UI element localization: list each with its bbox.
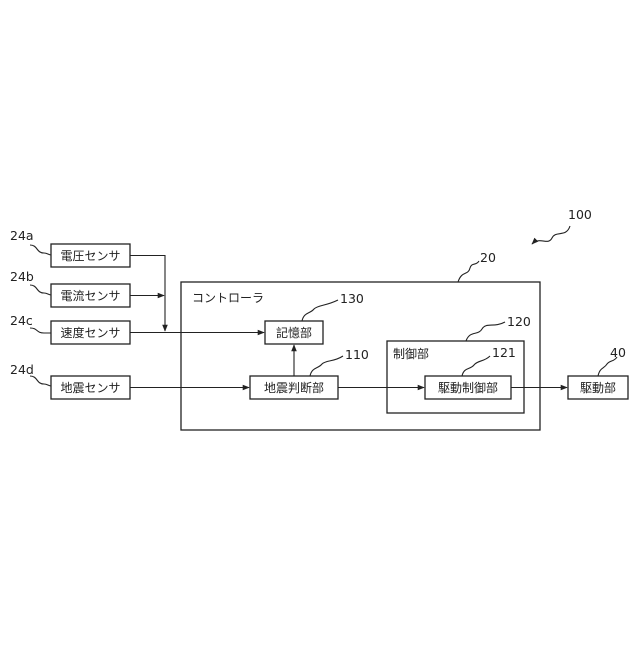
voltage-sensor-label: 電圧センサ	[60, 249, 120, 263]
speed-sensor-ref: 24c	[10, 313, 33, 328]
voltage-sensor-leader	[30, 245, 51, 255]
controller-leader	[458, 261, 479, 282]
speed-sensor-label: 速度センサ	[60, 325, 120, 340]
storage-label: 記憶部	[276, 325, 312, 340]
storage-ref: 130	[340, 291, 364, 306]
drive-label: 駆動部	[580, 380, 616, 395]
controller-ref: 20	[480, 250, 496, 265]
speed-sensor-leader	[30, 328, 51, 333]
judgment-ref: 110	[345, 347, 369, 362]
drive-ref: 40	[610, 345, 626, 360]
wire-voltage-to-bus	[130, 256, 165, 332]
system-ref-leader	[532, 226, 570, 244]
earthquake-sensor-label: 地震センサ	[60, 381, 120, 395]
drive-control-label: 駆動制御部	[438, 380, 498, 395]
current-sensor-label: 電流センサ	[60, 289, 120, 303]
current-sensor-leader	[30, 285, 51, 295]
control-unit-ref: 120	[507, 314, 531, 329]
earthquake-sensor-ref: 24d	[10, 362, 34, 377]
voltage-sensor-ref: 24a	[10, 228, 34, 243]
earthquake-sensor-leader	[30, 376, 51, 386]
current-sensor-ref: 24b	[10, 269, 34, 284]
drive-leader	[598, 357, 617, 376]
system-ref-label: 100	[568, 207, 592, 222]
drive-control-ref: 121	[492, 345, 516, 360]
controller-label: コントローラ	[192, 291, 264, 305]
control-unit-label: 制御部	[393, 346, 429, 361]
judgment-label: 地震判断部	[264, 380, 324, 395]
